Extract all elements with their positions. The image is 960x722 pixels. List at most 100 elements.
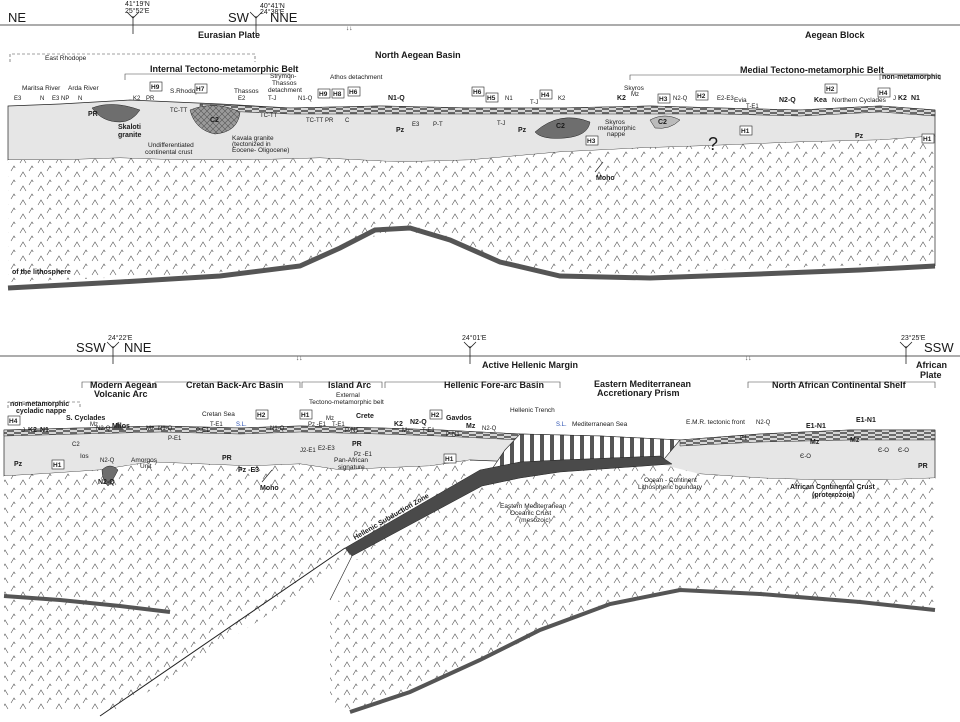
- top-boxes: H9 H7 H9 H8 H6 H6 H5 H4 H3 H2 H2 H4 H3 H…: [149, 81, 935, 146]
- bottom-mantle-right: [330, 464, 935, 710]
- svg-text:Є-O: Є-O: [800, 454, 811, 460]
- aegean-block-label: Aegean Block: [805, 30, 866, 40]
- svg-text:PR: PR: [222, 455, 232, 462]
- svg-text:H9: H9: [319, 91, 328, 98]
- svg-text:H2: H2: [826, 86, 835, 93]
- svg-text:H2: H2: [697, 93, 706, 100]
- svg-text:K2: K2: [898, 95, 907, 102]
- african-label: African: [916, 360, 947, 370]
- ocb-2: Lithospheric boundary: [638, 484, 703, 491]
- svg-text:Pz -E1: Pz -E1: [354, 452, 373, 458]
- svg-text:Pz: Pz: [14, 461, 23, 468]
- lithosphere-label: of the lithosphere: [12, 269, 71, 276]
- svg-text:H6: H6: [349, 89, 358, 96]
- med-sea-label: Mediterranean Sea: [572, 421, 628, 428]
- ocb-1: Ocean - Continent: [644, 477, 697, 484]
- svg-text:S.L.: S.L.: [556, 422, 567, 428]
- svg-text:P-E1: P-E1: [168, 436, 182, 442]
- svg-text:Mz: Mz: [90, 422, 98, 428]
- svg-text:E1-N1: E1-N1: [806, 423, 826, 430]
- svg-text:↓↓: ↓↓: [745, 355, 752, 362]
- svg-text:↓↓: ↓↓: [296, 355, 303, 362]
- svg-text:N2-Q: N2-Q: [779, 97, 796, 104]
- emoc-1: Eastern Mediterranean: [500, 503, 567, 510]
- kavala-1: Kavala granite: [232, 135, 274, 142]
- acc-2: (proterozoic): [812, 492, 855, 499]
- svg-text:N1: N1: [911, 95, 920, 102]
- svg-text:P-N1: P-N1: [345, 428, 359, 434]
- svg-text:N2-Q: N2-Q: [756, 420, 771, 426]
- emr-label: E.M.R. tectonic front: [686, 419, 745, 426]
- medial-belt-label: Medial Tectono-metamorphic Belt: [740, 65, 884, 75]
- svg-text:Mz: Mz: [466, 423, 476, 430]
- cretan-sea-label: Cretan Sea: [202, 411, 235, 418]
- bend-b3-lon: 24°22'E: [108, 334, 133, 342]
- north-aegean-label: North Aegean Basin: [375, 50, 461, 60]
- bend-marker-b1: 41°19'N 25°52'E: [125, 0, 150, 34]
- plate-label: Plate: [920, 370, 942, 380]
- skyros-nappe-2: metamorphic: [598, 125, 636, 132]
- svg-text:E3 NP: E3 NP: [52, 96, 69, 102]
- bend-b3-right: NNE: [124, 340, 152, 355]
- top-non-meta: non-metamorphic: [882, 74, 941, 81]
- svg-text:Pz -E3: Pz -E3: [238, 467, 259, 474]
- bend-b5-right: SSW: [924, 340, 954, 355]
- svg-text:E1-N1: E1-N1: [856, 417, 876, 424]
- svg-text:C2: C2: [72, 442, 80, 448]
- maritsa-label: Maritsa River: [22, 85, 61, 92]
- evia-label: Evia: [734, 97, 747, 104]
- svg-text:N2-Q: N2-Q: [96, 426, 111, 432]
- acc-1: African Continental Crust: [790, 484, 875, 491]
- svg-text:N2-Q: N2-Q: [482, 426, 497, 432]
- bend-marker-b3: 24°22'E SSW NNE: [76, 334, 152, 364]
- athos-label: Athos detachment: [330, 74, 383, 81]
- svg-text:E2: E2: [238, 96, 246, 102]
- emoc-2: Oceanic Crust: [510, 510, 551, 517]
- svg-text:K2: K2: [617, 95, 626, 102]
- svg-text:K2: K2: [133, 96, 141, 102]
- bend-marker-b5: 23°25'E SSW: [899, 334, 954, 364]
- bend-marker-b4: 24°01'E: [462, 334, 487, 364]
- arda-label: Arda River: [68, 85, 100, 92]
- amorgos-2: Unit: [140, 463, 152, 470]
- svg-text:T-J: T-J: [530, 100, 538, 106]
- svg-text:P-N1: P-N1: [446, 432, 460, 438]
- bend-b2-left: SW: [228, 10, 250, 25]
- bend-b3-left: SSW: [76, 340, 106, 355]
- svg-text:T-E1: T-E1: [332, 422, 345, 428]
- svg-text:E1: E1: [740, 436, 748, 442]
- svg-text:Mz: Mz: [850, 437, 860, 444]
- svg-text:J: J: [22, 428, 25, 434]
- svg-text:N2-Q: N2-Q: [673, 96, 688, 102]
- svg-text:Є-O: Є-O: [878, 448, 889, 454]
- island-arc-label: Island Arc: [328, 380, 371, 390]
- bend-marker-b2: 40°41'N 24°38'E SW NNE: [228, 2, 298, 34]
- svg-text:K2: K2: [28, 427, 37, 434]
- svg-text:N1-Q: N1-Q: [388, 95, 405, 102]
- bottom-units: J K2 N1 Pz C2 N2-Q Mz N2-Q N2-Q Mz N1-Q …: [14, 416, 928, 486]
- bottom-section: 24°22'E SSW NNE 24°01'E 23°25'E SSW ↓↓ ↓…: [0, 334, 960, 717]
- svg-text:J: J: [893, 96, 896, 102]
- ext-belt-2: Tectono-metamorphic belt: [309, 399, 384, 406]
- svg-text:H2: H2: [257, 412, 266, 419]
- svg-text:TC-TT: TC-TT: [170, 108, 188, 114]
- mav-1: Modern Aegean: [90, 380, 157, 390]
- top-units: E3 N E3 NP N PR K2 PR TC-TT E2 T-J TC-TT…: [14, 92, 920, 140]
- svg-text:PR: PR: [88, 111, 98, 118]
- bend-b5-lon: 23°25'E: [901, 334, 926, 342]
- kavala-3: Eocene- Oligocene): [232, 147, 289, 154]
- trench-label: Hellenic Trench: [510, 407, 555, 414]
- top-end-left-label: NE: [8, 10, 26, 25]
- svg-text:H1: H1: [301, 412, 310, 419]
- svg-text:N1-Q: N1-Q: [298, 96, 313, 102]
- svg-text:H3: H3: [587, 138, 596, 145]
- subducting-slab: [344, 455, 673, 557]
- svg-text:H1: H1: [923, 136, 932, 143]
- svg-text:T-J: T-J: [268, 96, 276, 102]
- bend-b2-lon: 24°38'E: [260, 8, 285, 16]
- svg-text:Mz: Mz: [631, 92, 639, 98]
- svg-text:J2-E1: J2-E1: [300, 448, 316, 454]
- bottom-moho-label: Moho: [260, 485, 279, 492]
- pan-african-1: Pan-African: [334, 457, 368, 464]
